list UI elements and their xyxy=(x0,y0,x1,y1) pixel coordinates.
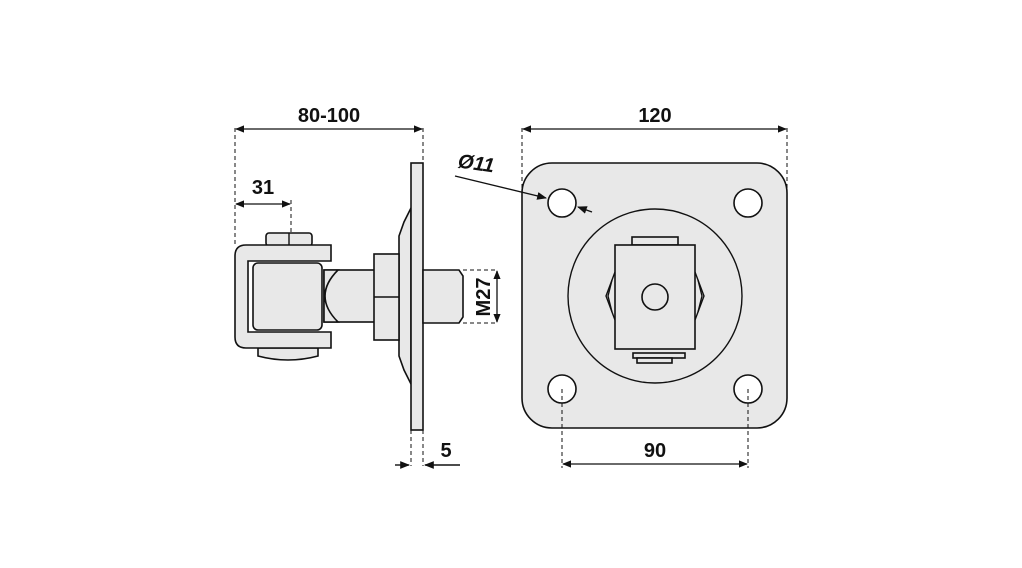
threaded-shaft xyxy=(323,269,377,323)
flange-circle xyxy=(567,208,743,384)
top-bolt-tab xyxy=(631,236,679,246)
hinge-eye-bracket xyxy=(234,244,332,349)
dim-label-eye-offset: 31 xyxy=(252,177,274,199)
roller xyxy=(252,262,323,331)
flange-cone xyxy=(398,207,412,385)
side-view: 80-100 31 M27 5 xyxy=(234,105,501,469)
mounting-plate-side xyxy=(410,162,424,431)
dim-label-hole-diameter: Ø11 xyxy=(457,151,496,178)
mounting-hole xyxy=(733,188,763,218)
front-view: 120 90 Ø11 xyxy=(454,105,788,468)
bottom-washer xyxy=(257,347,319,361)
hole-diameter-leader xyxy=(454,175,547,200)
dim-label-plate-width: 120 xyxy=(638,105,671,127)
shaft-neck xyxy=(323,269,340,323)
dim-label-hole-spacing: 90 xyxy=(644,440,666,462)
dim-label-thread: M27 xyxy=(473,278,495,317)
pin-circle xyxy=(641,283,669,311)
bottom-bolt-tab xyxy=(636,357,673,364)
dim-label-plate-thickness: 5 xyxy=(440,440,451,462)
dim-label-depth: 80-100 xyxy=(298,105,360,127)
threaded-end xyxy=(422,269,464,324)
mounting-hole xyxy=(547,188,577,218)
